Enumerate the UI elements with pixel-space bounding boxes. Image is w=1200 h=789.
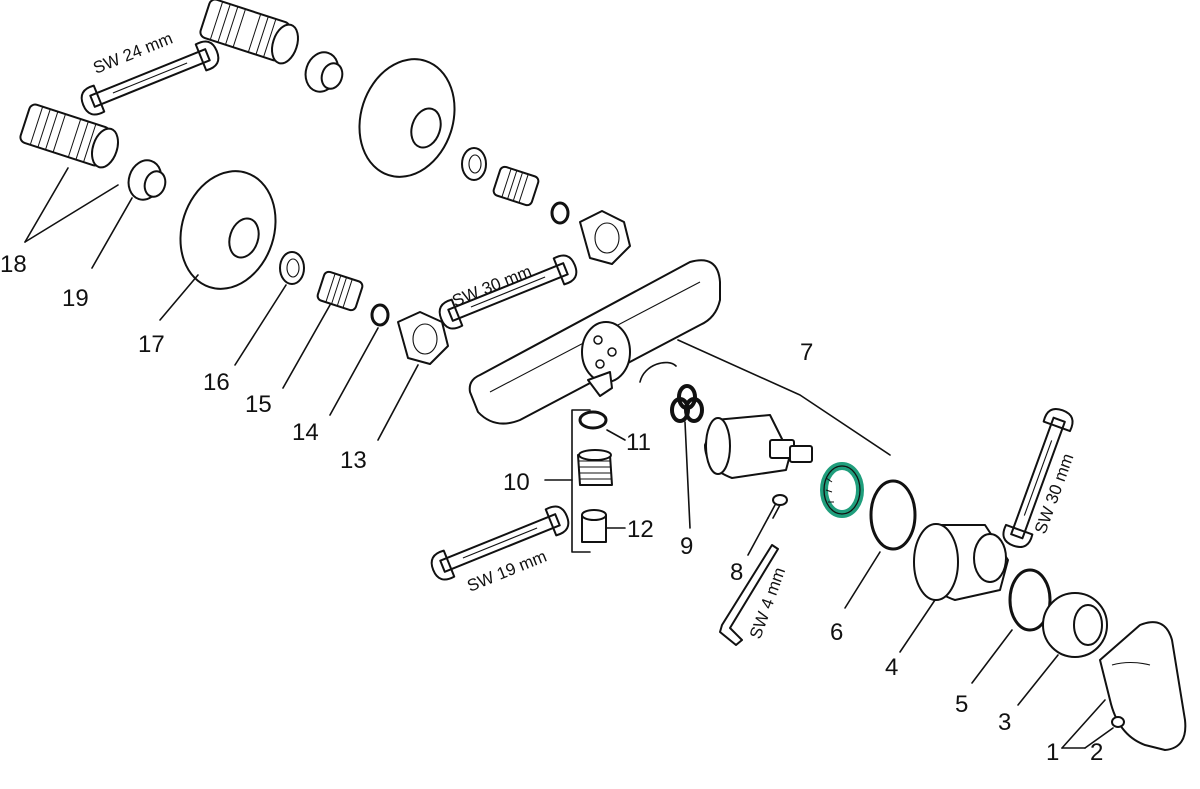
part-10-bracket — [571, 409, 591, 553]
part-10-threaded-nipple — [577, 449, 613, 486]
part-4-sleeve — [913, 523, 1009, 601]
part-14-o-ring — [370, 201, 570, 327]
part-6-o-ring — [869, 479, 917, 551]
label-10: 10 — [503, 469, 530, 496]
part-3-cap — [1042, 592, 1108, 658]
part-5-o-ring — [1008, 568, 1052, 632]
label-2: 2 — [1090, 739, 1103, 766]
label-19: 19 — [62, 285, 89, 312]
part-19-fitting — [127, 51, 344, 201]
mixer-body — [468, 259, 721, 425]
part-2-set-screw — [1111, 716, 1125, 728]
part-9-seal — [670, 384, 704, 423]
label-13: 13 — [340, 447, 367, 474]
part-7-cartridge — [704, 414, 813, 479]
part-1-lever-handle — [1099, 621, 1187, 751]
label-17: 17 — [138, 331, 165, 358]
wrench-24-icon — [80, 40, 220, 116]
part-18-bottom-connector — [19, 103, 119, 169]
label-14: 14 — [292, 419, 319, 446]
label-3: 3 — [998, 709, 1011, 736]
label-5: 5 — [955, 691, 968, 718]
leader-lines — [24, 167, 1114, 749]
part-7-bracket — [677, 339, 891, 456]
label-9: 9 — [680, 533, 693, 560]
label-16: 16 — [203, 369, 230, 396]
wrench-30-right-icon — [1002, 407, 1074, 549]
label-8: 8 — [730, 559, 743, 586]
part-7-green-ring — [820, 462, 864, 518]
label-6: 6 — [830, 619, 843, 646]
part-18-top-connector — [199, 0, 299, 65]
label-11: 11 — [626, 429, 651, 456]
part-8-screw — [767, 494, 788, 519]
label-15: 15 — [245, 391, 272, 418]
wrench-30-top-icon — [438, 254, 578, 330]
part-16-washer — [279, 147, 487, 285]
label-1: 1 — [1046, 739, 1059, 766]
hex-key-4-icon — [719, 544, 779, 646]
part-11-o-ring — [578, 410, 608, 430]
label-7: 7 — [800, 339, 813, 366]
label-12: 12 — [627, 516, 654, 543]
wrench-19-icon — [430, 505, 570, 581]
label-4: 4 — [885, 654, 898, 681]
part-7-clip — [639, 361, 677, 383]
part-15-adapter — [316, 165, 540, 312]
part-17-escutcheon — [179, 58, 456, 290]
part-13-nut — [397, 210, 631, 365]
part-12-flow-insert — [581, 509, 607, 543]
label-18: 18 — [0, 251, 27, 278]
